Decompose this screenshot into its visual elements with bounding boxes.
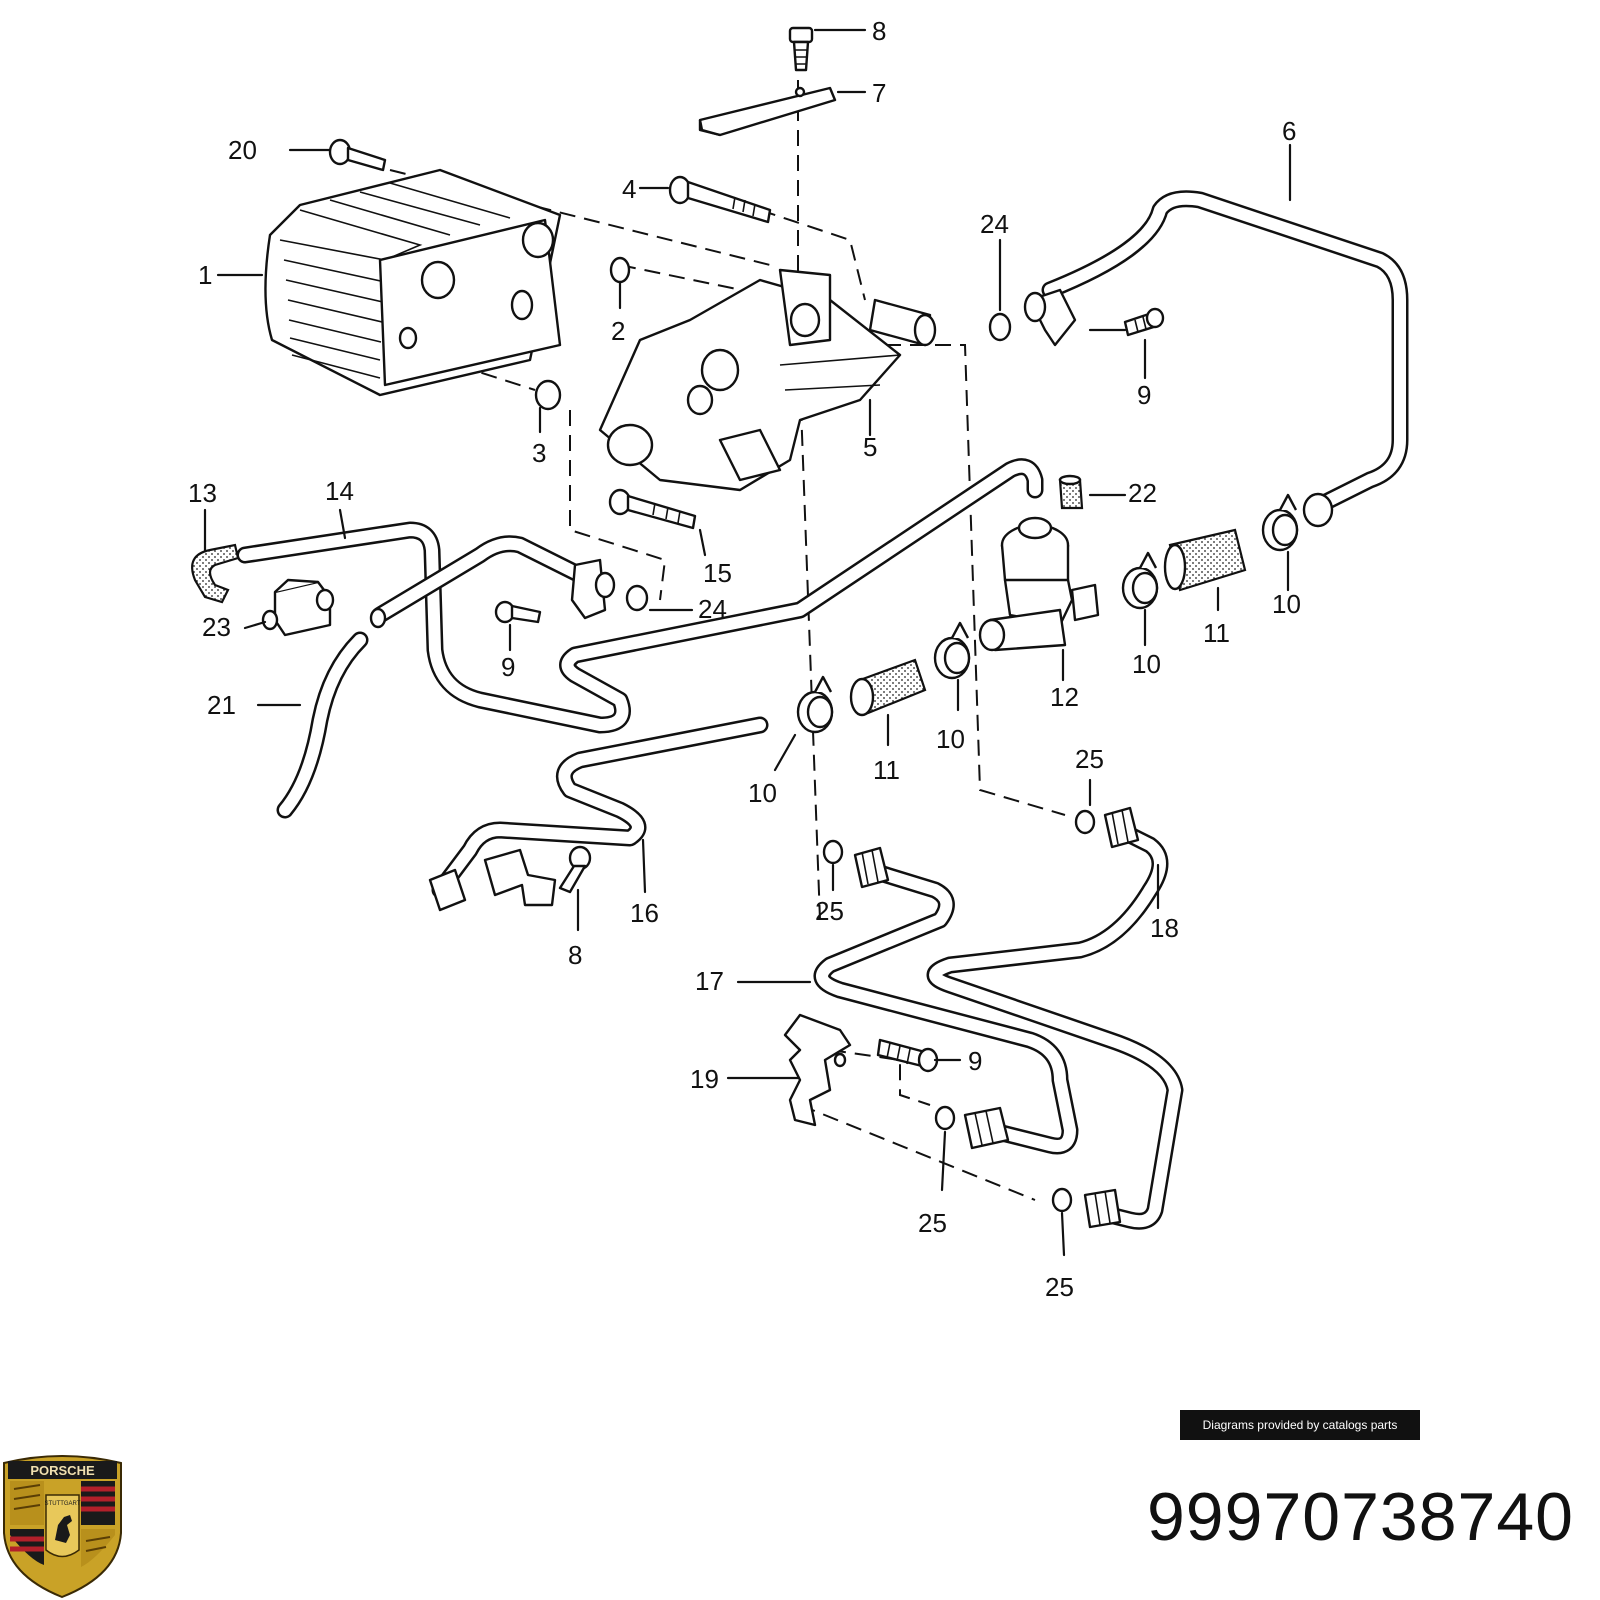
- callout-4: 4: [622, 174, 636, 204]
- bolt-9-left-part: [494, 600, 542, 624]
- callout-19: 19: [690, 1064, 719, 1094]
- callout-8-bottom: 8: [568, 940, 582, 970]
- pipe-14-part: [236, 458, 1044, 734]
- pipe-flange-part: [369, 535, 616, 629]
- bolt-20-part: [328, 138, 387, 172]
- callout-18: 18: [1150, 913, 1179, 943]
- callout-24-top: 24: [980, 209, 1009, 239]
- porsche-crest-logo: PORSCHE STUTTGART: [3, 1455, 122, 1599]
- o-ring-parts: [534, 256, 1096, 1213]
- valve-12-part: [978, 516, 1100, 652]
- callout-13: 13: [188, 478, 217, 508]
- crest-city-text: STUTTGART: [45, 1501, 81, 1507]
- callout-24-left: 24: [698, 594, 727, 624]
- callout-10-b: 10: [1132, 649, 1161, 679]
- assembly-lines: [389, 80, 1066, 1201]
- clamp-parts: [796, 493, 1299, 734]
- pipe-17-part: [813, 846, 1079, 1155]
- leader-lines: [203, 28, 1292, 1257]
- valve-23-part: [261, 578, 335, 637]
- bracket-19-part: [783, 1013, 852, 1127]
- callout-25-b: 25: [815, 896, 844, 926]
- callout-10-d: 10: [748, 778, 777, 808]
- hose-6-part: [1023, 190, 1409, 528]
- callout-7: 7: [872, 78, 886, 108]
- callout-2: 2: [611, 316, 625, 346]
- callout-9-top-right: 9: [1137, 380, 1151, 410]
- callout-10-a: 10: [1272, 589, 1301, 619]
- callout-10-c: 10: [936, 724, 965, 754]
- callout-23: 23: [202, 612, 231, 642]
- bolt-8-bottom-part: [558, 845, 592, 894]
- callout-20: 20: [228, 135, 257, 165]
- hose-sleeve-parts: [849, 528, 1247, 717]
- thermostat-housing-part: [598, 268, 937, 492]
- hose-13-part: [191, 543, 240, 604]
- oil-cooler-part: [264, 168, 562, 397]
- callout-25-c: 25: [918, 1208, 947, 1238]
- part-number: 99970738740: [1146, 1479, 1574, 1555]
- callout-16: 16: [630, 898, 659, 928]
- callout-22: 22: [1128, 478, 1157, 508]
- callout-1: 1: [198, 260, 212, 290]
- callout-11-a: 11: [1203, 618, 1230, 648]
- callout-8-top: 8: [872, 16, 886, 46]
- bolt-15-part: [608, 488, 697, 530]
- callout-labels: 8 7 6 20 4 24 1 2 9 3 5 13 14 22 15 24 1…: [188, 16, 1301, 1302]
- callout-25-d: 25: [1045, 1272, 1074, 1302]
- pipe-16-part: [428, 716, 769, 912]
- bolt-top-part: [788, 26, 814, 72]
- hose-21-part: [276, 631, 369, 819]
- callout-5: 5: [863, 432, 877, 462]
- callout-15: 15: [703, 558, 732, 588]
- callout-21: 21: [207, 690, 236, 720]
- hose-piece-22-part: [1058, 474, 1084, 510]
- callout-12: 12: [1050, 682, 1079, 712]
- callout-9-left: 9: [501, 652, 515, 682]
- callout-9-bottom: 9: [968, 1046, 982, 1076]
- pipe-18-part: [926, 806, 1184, 1230]
- bolt-4-part: [668, 175, 772, 224]
- callout-6: 6: [1282, 116, 1296, 146]
- callout-3: 3: [532, 438, 546, 468]
- callout-17: 17: [695, 966, 724, 996]
- diagram-credit-badge: Diagrams provided by catalogs parts: [1180, 1410, 1420, 1440]
- callout-14: 14: [325, 476, 354, 506]
- bolt-9-bottom-part: [876, 1038, 939, 1073]
- callout-11-b: 11: [873, 755, 900, 785]
- bracket-part: [698, 86, 837, 137]
- crest-brand-text: PORSCHE: [30, 1463, 95, 1478]
- callout-25-a: 25: [1075, 744, 1104, 774]
- bolt-9-top-part: [1123, 307, 1165, 337]
